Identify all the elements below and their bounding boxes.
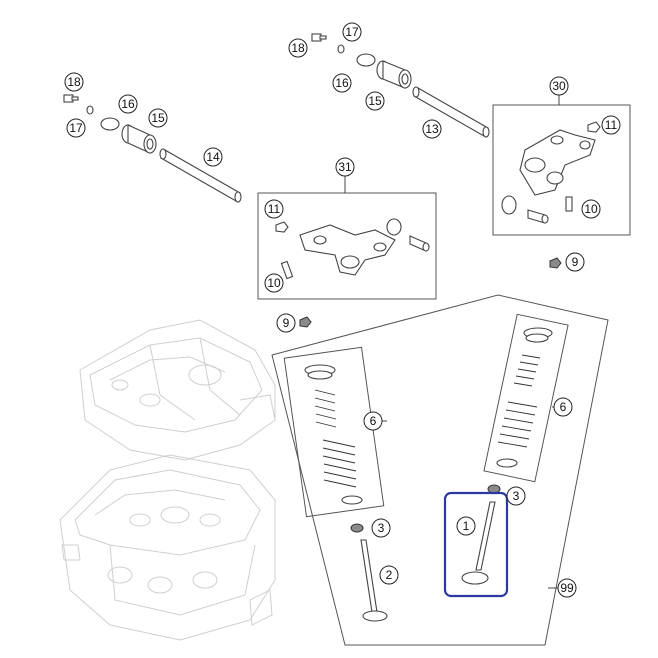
svg-text:6: 6 [560, 400, 567, 414]
svg-text:13: 13 [425, 122, 439, 136]
callout-group: 18 17 16 15 14 18 17 16 15 13 30 11 10 3… [64, 22, 621, 598]
cylinder-head-ghost [59, 319, 276, 641]
svg-text:18: 18 [291, 41, 305, 55]
svg-text:6: 6 [370, 414, 377, 428]
svg-text:11: 11 [605, 118, 618, 132]
washer-part-17 [86, 105, 94, 115]
rocker-shaft-part-13 [412, 86, 490, 138]
svg-text:3: 3 [378, 521, 385, 535]
svg-text:18: 18 [67, 75, 81, 89]
callout-15a: 15 [148, 108, 168, 128]
callout-17a: 17 [66, 118, 86, 138]
callout-11a: 11 [601, 115, 621, 135]
callout-10a: 10 [581, 199, 601, 219]
spring-box-6a [283, 346, 385, 518]
bushing-part-15 [121, 124, 157, 154]
rocker-arm-box-30 [492, 104, 631, 236]
callout-99: 99 [557, 578, 577, 598]
callout-17b: 17 [342, 22, 362, 42]
callout-30: 30 [549, 76, 569, 96]
spring-box-6b [483, 313, 569, 483]
rocker-shaft-right-assembly [311, 33, 490, 138]
callout-2: 2 [379, 565, 399, 585]
rocker-shaft-left-assembly [63, 94, 242, 203]
o-ring-part-16 [100, 117, 120, 131]
svg-text:14: 14 [206, 150, 220, 164]
valve-spring-part-6b [496, 327, 553, 468]
bushing-part-15b [376, 60, 412, 89]
callout-16b: 16 [332, 73, 352, 93]
callout-1: 1 [456, 516, 476, 536]
callout-9b: 9 [276, 313, 296, 333]
callout-14: 14 [203, 147, 223, 167]
rocker-arm-part-30 [501, 121, 601, 224]
svg-text:10: 10 [267, 276, 281, 290]
callout-31: 31 [335, 157, 355, 177]
svg-text:99: 99 [560, 581, 574, 595]
svg-text:1: 1 [463, 519, 470, 533]
valve-part-2 [360, 539, 388, 622]
svg-text:11: 11 [268, 202, 281, 216]
callout-13: 13 [422, 119, 442, 139]
callout-6a: 6 [363, 411, 383, 431]
svg-text:30: 30 [552, 79, 566, 93]
callout-11b: 11 [264, 199, 284, 219]
valve-spring-part-6a [304, 364, 363, 505]
valve-seal-part-3b [487, 484, 501, 494]
rocker-arm-box-31 [257, 192, 437, 300]
callout-18a: 18 [64, 72, 84, 92]
svg-text:31: 31 [338, 160, 352, 174]
valve-part-1 [461, 501, 496, 585]
svg-text:16: 16 [335, 76, 349, 90]
rocker-shaft-part-14 [159, 148, 242, 203]
nut-part-9a [549, 257, 562, 269]
callout-10b: 10 [264, 273, 284, 293]
svg-text:15: 15 [151, 111, 165, 125]
callout-18b: 18 [288, 38, 308, 58]
rocker-arm-part-31 [275, 218, 430, 280]
svg-text:17: 17 [345, 25, 359, 39]
bolt-part-18 [63, 94, 79, 103]
svg-text:15: 15 [368, 94, 382, 108]
bolt-part-18b [311, 33, 327, 42]
nut-part-9b [299, 316, 312, 328]
svg-text:9: 9 [572, 255, 579, 269]
callout-16a: 16 [118, 94, 138, 114]
o-ring-part-16b [356, 53, 376, 67]
callout-3a: 3 [371, 518, 391, 538]
valve-seal-part-3a [350, 523, 364, 533]
svg-text:16: 16 [121, 97, 135, 111]
callout-9a: 9 [565, 252, 585, 272]
valve-set-frame-99 [271, 294, 609, 646]
svg-text:2: 2 [386, 568, 393, 582]
callout-3b: 3 [506, 486, 526, 506]
svg-text:17: 17 [69, 121, 83, 135]
svg-text:3: 3 [513, 489, 520, 503]
callout-6b: 6 [553, 397, 573, 417]
callout-15b: 15 [365, 91, 385, 111]
svg-text:10: 10 [584, 202, 598, 216]
highlight-box-part-1 [443, 491, 509, 598]
washer-part-17b [337, 44, 345, 54]
svg-text:9: 9 [283, 316, 290, 330]
